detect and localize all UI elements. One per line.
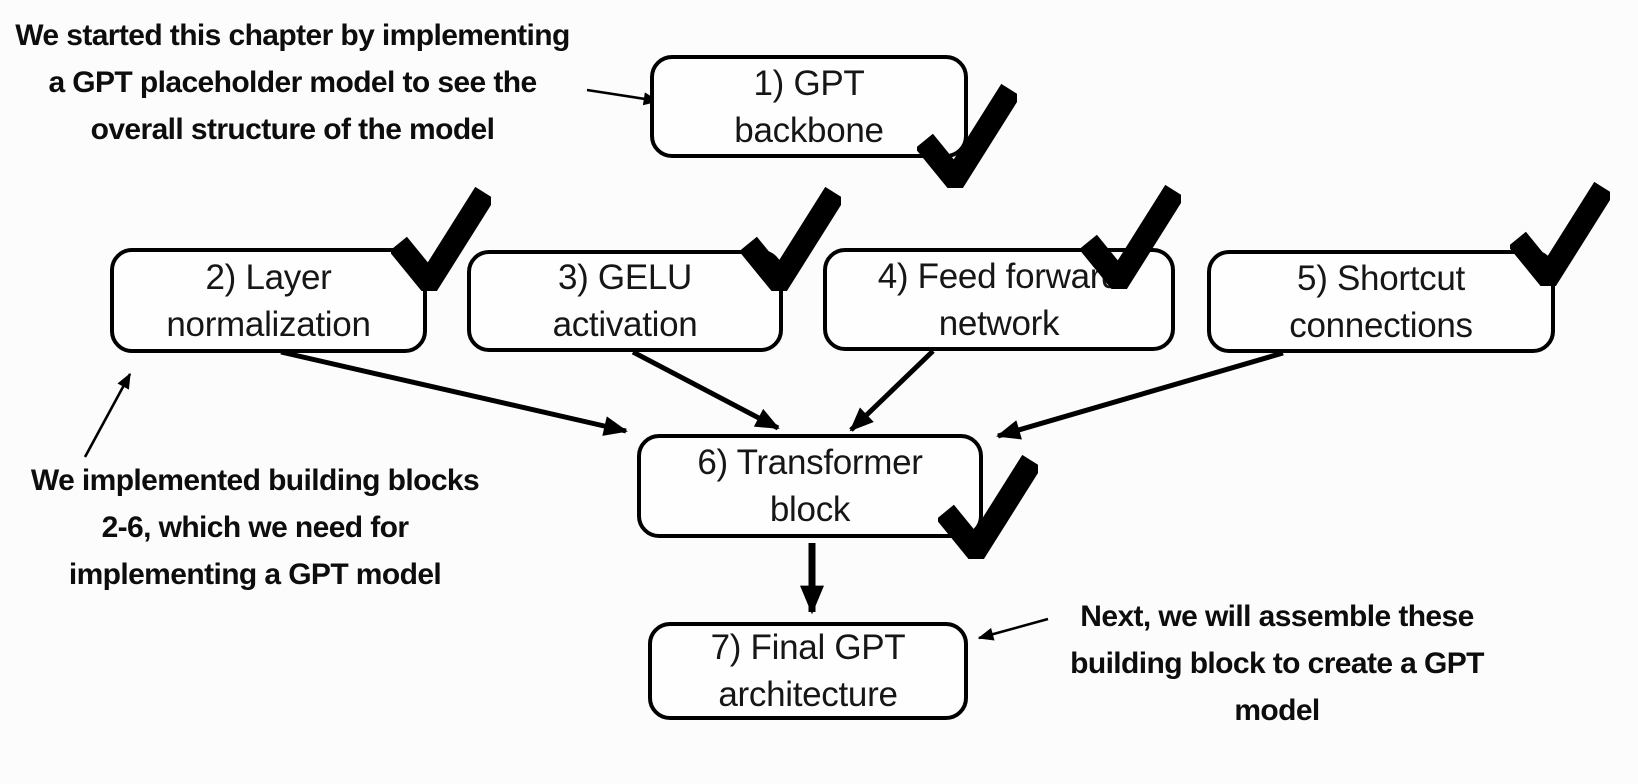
annotation-line: Next, we will assemble these <box>1080 600 1474 633</box>
box-label-line: 6) Transformer <box>697 443 923 482</box>
annotation-line: We implemented building blocks <box>30 464 480 497</box>
annotation-bottom-right: Next, we will assemble these building bl… <box>1063 593 1491 734</box>
arrow-layer-norm-to-transformer <box>280 349 628 436</box>
box-label-line: 2) Layer <box>205 257 332 297</box>
arrow-feed-forward-to-transformer <box>849 349 935 432</box>
annotation-line: implementing a GPT model <box>68 558 442 591</box>
checkmark-icon <box>917 84 1017 188</box>
annotation-top-left: We started this chapter by implementing … <box>10 12 575 153</box>
annotation-line: 2-6, which we need for <box>101 511 409 544</box>
box-layer-normalization: 2) Layer normalization <box>110 248 427 353</box>
box-transformer-block: 6) Transformer block <box>637 434 983 538</box>
annotation-line: We started this chapter by implementing <box>15 19 570 52</box>
annotation-line: model <box>1234 694 1320 727</box>
box-label-line: connections <box>1289 305 1473 345</box>
box-gpt-backbone: 1) GPT backbone <box>650 55 968 158</box>
box-shortcut-connections: 5) Shortcut connections <box>1207 250 1555 353</box>
box-gelu-activation: 3) GELU activation <box>467 250 783 352</box>
box-label-line: 7) Final GPT <box>710 628 906 667</box>
checkmark-icon <box>938 455 1038 559</box>
box-label-line: 5) Shortcut <box>1297 258 1465 298</box>
box-label-line: backbone <box>734 110 884 150</box>
checkmark-icon <box>391 187 491 291</box>
box-label-line: 4) Feed forward <box>877 256 1121 296</box>
arrow-annotation-to-layer-norm <box>83 372 132 458</box>
box-label-line: activation <box>552 305 698 344</box>
box-label-line: 3) GELU <box>557 258 693 297</box>
box-label-line: 1) GPT <box>753 63 865 103</box>
checkmark-icon <box>1510 182 1610 286</box>
annotation-left: We implemented building blocks 2-6, whic… <box>30 457 480 598</box>
box-label-line: block <box>769 490 851 529</box>
annotation-line: building block to create a GPT <box>1070 647 1484 680</box>
box-final-gpt-architecture: 7) Final GPT architecture <box>648 622 968 720</box>
annotation-line: a GPT placeholder model to see the <box>48 66 537 99</box>
arrow-shortcut-to-transformer <box>996 350 1284 440</box>
box-label-line: network <box>938 303 1060 343</box>
arrow-annotation-to-gpt-backbone <box>586 88 660 106</box>
arrow-gelu-to-transformer <box>631 349 780 431</box>
checkmark-icon <box>1081 185 1181 289</box>
box-label-line: normalization <box>166 304 371 344</box>
box-label-line: architecture <box>718 675 898 714</box>
checkmark-icon <box>741 187 841 291</box>
annotation-line: overall structure of the model <box>90 113 495 146</box>
arrow-annotation-to-final-gpt <box>977 617 1049 641</box>
